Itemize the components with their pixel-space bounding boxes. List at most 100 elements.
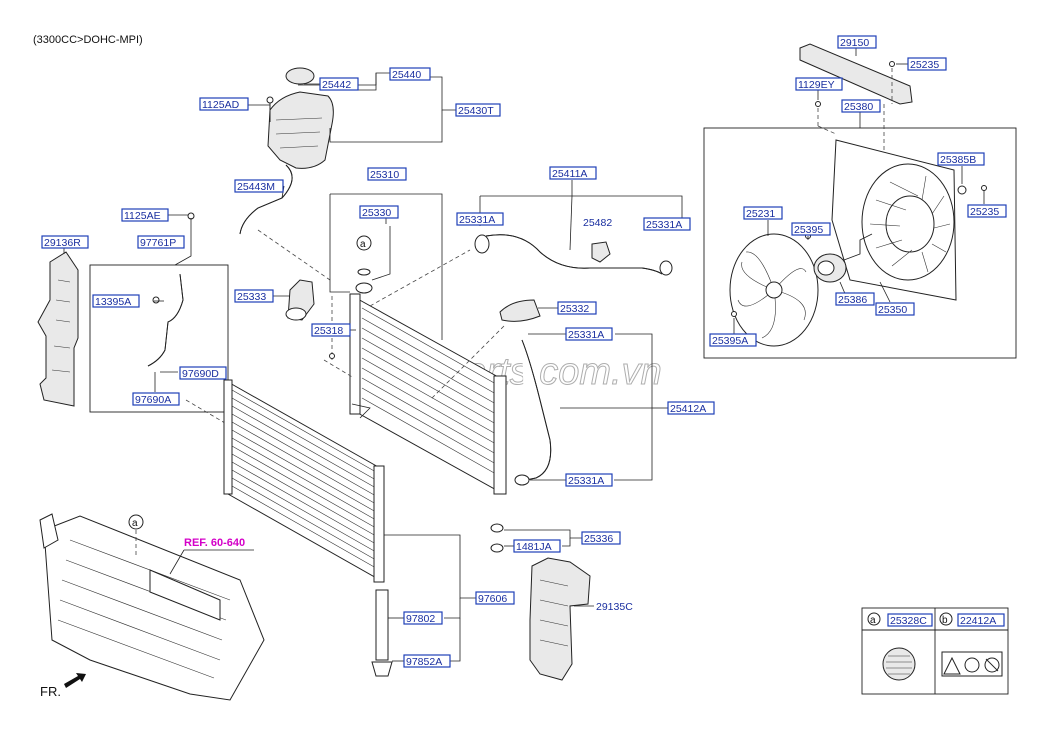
part-label-text: 97606: [478, 593, 507, 605]
front-arrow-icon: [64, 673, 86, 688]
part-label-text: 25411A: [552, 168, 587, 180]
carrier-marker-a: a: [132, 518, 138, 529]
part-label-box: [557, 301, 597, 315]
part-label-box: [475, 591, 515, 605]
part-label-25395[interactable]: 25395: [791, 222, 831, 236]
part-label-25395A[interactable]: 25395A: [709, 333, 757, 347]
part-label-25386[interactable]: 25386: [835, 292, 875, 306]
part-label-25443M[interactable]: 25443M: [234, 179, 284, 193]
part-label-box: [92, 294, 140, 308]
part-label-97761P[interactable]: 97761P: [137, 235, 185, 249]
part-label-box: [565, 327, 613, 341]
part-label-text: 29136R: [44, 237, 81, 249]
part-label-text: 1125AD: [202, 99, 240, 111]
part-label-25330[interactable]: 25330: [359, 205, 399, 219]
legend-marker-b: b: [942, 615, 948, 626]
part-label-25440[interactable]: 25440: [389, 67, 431, 81]
marker-a: a: [360, 239, 366, 250]
part-label-97690A[interactable]: 97690A: [132, 392, 180, 406]
front-label: FR.: [40, 684, 61, 699]
part-label-97802[interactable]: 97802: [403, 611, 443, 625]
part-label-25318[interactable]: 25318: [311, 323, 351, 337]
part-label-text: 97802: [406, 613, 435, 625]
part-label-box: [41, 235, 89, 249]
part-label-25442[interactable]: 25442: [319, 77, 359, 91]
part-label-1125AE[interactable]: 1125AE: [121, 208, 169, 222]
part-label-97690D[interactable]: 97690D: [179, 366, 227, 380]
part-label-text: 25231: [746, 208, 775, 220]
part-label-box: [967, 204, 1007, 218]
reservoir-tank: [266, 67, 334, 169]
part-label-text: 29150: [840, 37, 869, 49]
part-label-box: [359, 205, 399, 219]
part-label-box: [709, 333, 757, 347]
part-label-1129EY[interactable]: 1129EY: [795, 77, 843, 91]
part-label-25235[interactable]: 25235: [967, 204, 1007, 218]
part-label-25411A[interactable]: 25411A: [549, 166, 597, 180]
part-label-25331A[interactable]: 25331A: [643, 217, 691, 231]
part-label-25333[interactable]: 25333: [234, 289, 274, 303]
front-end-carrier: [39, 513, 265, 701]
reservoir-hose: [239, 164, 293, 235]
part-label-box: [667, 401, 715, 415]
part-label-text: 25331A: [459, 214, 495, 226]
part-label-25331A[interactable]: 25331A: [565, 473, 613, 487]
part-label-97606[interactable]: 97606: [475, 591, 515, 605]
part-label-box: [549, 166, 597, 180]
part-label-text: 13395A: [95, 296, 131, 308]
part-label-29136R[interactable]: 29136R: [41, 235, 89, 249]
part-label-box: [875, 302, 915, 316]
part-label-box: [311, 323, 351, 337]
part-label-text: 25332: [560, 303, 589, 315]
part-label-text: 25350: [878, 304, 907, 316]
part-label-25231[interactable]: 25231: [743, 206, 783, 220]
part-label-text: 25443M: [237, 181, 275, 193]
pipe-inset-frame: [89, 264, 229, 413]
part-label-25350[interactable]: 25350: [875, 302, 915, 316]
part-label-text: 25310: [370, 169, 399, 181]
part-label-25380[interactable]: 25380: [841, 99, 881, 113]
ac-pipe: [147, 273, 184, 367]
part-label-25385B[interactable]: 25385B: [937, 152, 985, 166]
part-label-22412A[interactable]: 22412A: [957, 613, 1005, 627]
part-label-box: [565, 473, 613, 487]
part-label-25332[interactable]: 25332: [557, 301, 597, 315]
part-label-box: [791, 222, 831, 236]
part-label-text: 97690D: [182, 368, 219, 380]
part-label-29135C[interactable]: 29135C: [596, 601, 633, 613]
part-label-text: 25235: [910, 59, 939, 71]
part-label-25310[interactable]: 25310: [367, 167, 407, 181]
part-label-25331A[interactable]: 25331A: [565, 327, 613, 341]
legend-marker-a: a: [870, 615, 876, 626]
part-label-25482[interactable]: 25482: [583, 217, 612, 229]
part-label-box: [179, 366, 227, 380]
part-label-text: 25331A: [646, 219, 682, 231]
part-label-25430T[interactable]: 25430T: [455, 103, 501, 117]
part-label-25412A[interactable]: 25412A: [667, 401, 715, 415]
part-label-text: 22412A: [960, 615, 996, 627]
part-label-1481JA[interactable]: 1481JA: [513, 539, 561, 553]
part-label-25331A[interactable]: 25331A: [456, 212, 504, 226]
part-label-25336[interactable]: 25336: [581, 531, 621, 545]
part-label-25235[interactable]: 25235: [907, 57, 947, 71]
part-label-box: [199, 97, 249, 111]
fan-motor: [813, 253, 847, 283]
part-label-box: [837, 35, 877, 49]
part-label-13395A[interactable]: 13395A: [92, 294, 140, 308]
part-label-29150[interactable]: 29150: [837, 35, 877, 49]
part-label-box: [907, 57, 947, 71]
part-label-box: [132, 392, 180, 406]
part-label-25328C[interactable]: 25328C: [887, 613, 933, 627]
drain-plug-bracket: [499, 299, 541, 322]
part-label-box: [234, 179, 284, 193]
part-label-box: [403, 611, 443, 625]
part-label-text: 25380: [844, 101, 873, 113]
part-label-text: 25328C: [890, 615, 927, 627]
part-label-97852A[interactable]: 97852A: [403, 654, 451, 668]
part-label-box: [367, 167, 407, 181]
part-label-text: 25331A: [568, 329, 604, 341]
part-label-text: 1125AE: [124, 210, 161, 222]
part-label-text: 25235: [970, 206, 999, 218]
part-label-1125AD[interactable]: 1125AD: [199, 97, 249, 111]
part-label-box: [937, 152, 985, 166]
